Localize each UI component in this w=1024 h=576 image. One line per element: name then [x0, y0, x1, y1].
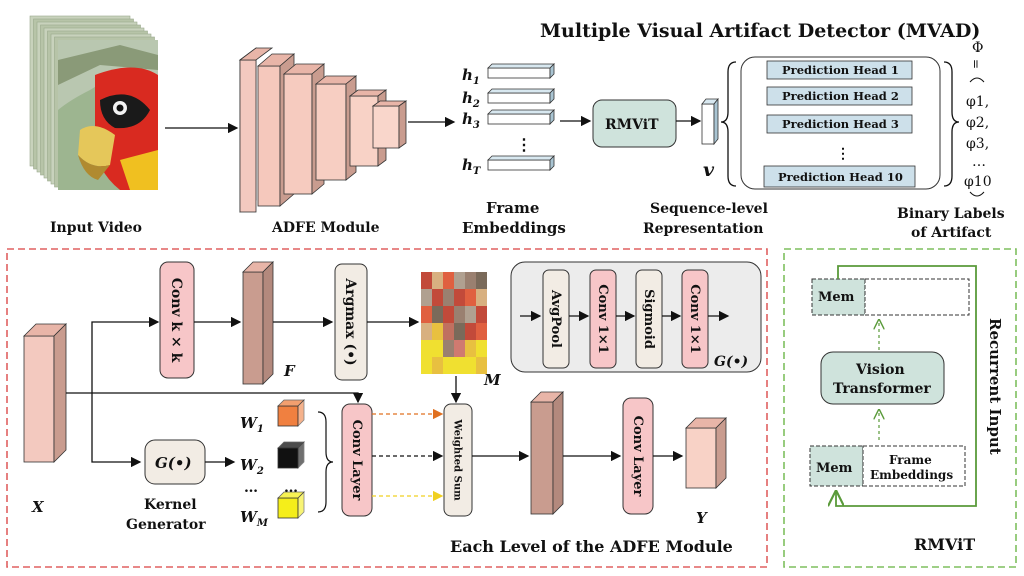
vision-transformer-label-1: Vision — [855, 362, 905, 378]
recurrent-input-label: Recurrent Input — [986, 318, 1004, 455]
svg-text:Conv 1×1: Conv 1×1 — [687, 284, 702, 354]
svg-text:φ3,: φ3, — [966, 136, 989, 152]
input-video-frames — [29, 15, 158, 190]
mem-top-label: Mem — [818, 290, 855, 305]
weight-cube-1 — [277, 399, 305, 427]
svg-text:φ10: φ10 — [964, 174, 992, 190]
wM-label: WM — [240, 508, 269, 529]
weight-cubes — [277, 399, 305, 519]
v-symbol: v — [703, 159, 715, 181]
conv-kxk-label: Conv k × k — [168, 278, 184, 363]
hT-label: hT — [462, 156, 482, 177]
weighted-sum-block — [443, 403, 473, 517]
svg-text:Conv 1×1: Conv 1×1 — [595, 284, 610, 354]
kernel-generator-label-1: Kernel — [144, 497, 197, 513]
svg-text:Prediction Head 2: Prediction Head 2 — [782, 89, 899, 103]
svg-text:Prediction Head 10: Prediction Head 10 — [778, 170, 903, 184]
w2-label: W2 — [240, 456, 264, 477]
binary-labels-2: of Artifact — [911, 225, 992, 241]
svg-text:φ2,: φ2, — [966, 115, 989, 131]
svg-text:Prediction Head 1: Prediction Head 1 — [782, 63, 899, 77]
adfe-level-panel — [6, 248, 768, 568]
g-box-label: G(•) — [714, 354, 748, 370]
sequence-rep-label-2: Representation — [643, 221, 763, 237]
conv-layer-block — [341, 403, 373, 517]
sigmoid-block — [635, 269, 663, 369]
conv1x1-block-a — [589, 269, 617, 369]
svg-text:φ1,: φ1, — [966, 94, 989, 110]
phi-column: Φ = φ1, φ2, φ3, … φ10 — [964, 40, 992, 197]
svg-text:Prediction Head 3: Prediction Head 3 — [782, 117, 899, 131]
conv1x1-block-b — [681, 269, 709, 369]
mem-top-output — [864, 278, 970, 316]
sequence-rep-label-1: Sequence-level — [650, 201, 768, 217]
f-label: F — [283, 362, 296, 380]
h3-label: h3 — [462, 110, 480, 131]
adfe-caption: Each Level of the ADFE Module — [450, 537, 733, 556]
prediction-head-10 — [763, 165, 916, 188]
rmvit-panel-title: RMViT — [914, 535, 975, 554]
svg-text:Φ: Φ — [972, 40, 983, 56]
weight-cube-3 — [277, 491, 305, 519]
w1-label: W1 — [240, 414, 264, 435]
rmvit-panel — [783, 248, 1017, 568]
aggregated-feature-map — [530, 391, 564, 515]
weight-cube-2 — [277, 441, 305, 469]
svg-text:…: … — [972, 154, 986, 170]
vision-transformer-block — [820, 351, 945, 405]
conv-layer-2-label: Conv Layer — [630, 416, 645, 497]
mem-bottom-label: Mem — [816, 461, 853, 476]
kernel-generator-g: G(•) — [155, 454, 192, 472]
conv-kxk-block — [159, 261, 195, 379]
svg-text:Sigmoid: Sigmoid — [641, 289, 656, 349]
prediction-head-2 — [766, 86, 913, 106]
adfe-module-stack — [238, 47, 408, 213]
conv-layer-label: Conv Layer — [349, 420, 364, 501]
mem-top-block — [811, 278, 866, 316]
h2-label: h2 — [462, 89, 480, 110]
argmax-label: Argmax (•) — [342, 277, 358, 365]
adfe-module-label: ADFE Module — [271, 220, 380, 236]
svg-text:Embeddings: Embeddings — [870, 468, 953, 482]
cube-dots: … — [284, 480, 298, 496]
h1-label: h1 — [462, 66, 480, 87]
rmvit-block-label: RMViT — [605, 117, 659, 133]
embedding-dots: ⋮ — [516, 135, 532, 154]
binary-labels-1: Binary Labels — [897, 206, 1005, 222]
frame-embedding-bars — [487, 63, 555, 171]
prediction-head-1 — [766, 60, 913, 80]
prediction-head-3 — [766, 114, 913, 134]
input-video-label: Input Video — [50, 220, 142, 236]
frame-embeddings-input — [862, 445, 966, 487]
rmvit-block — [592, 99, 677, 148]
avgpool-block — [542, 269, 570, 369]
kernel-generator-label-2: Generator — [126, 517, 206, 533]
svg-text:Frame: Frame — [889, 453, 932, 467]
frame-embeddings-label-2: Embeddings — [462, 219, 566, 237]
y-feature-map — [685, 417, 727, 489]
svg-text:=: = — [969, 59, 983, 69]
weighted-sum-label: Weighted Sum — [452, 418, 463, 501]
y-label: Y — [696, 509, 708, 527]
prediction-head-dots: ⋮ — [836, 146, 850, 162]
vision-transformer-label-2: Transformer — [833, 381, 931, 397]
v-vector — [701, 97, 719, 146]
frame-embeddings-label-1: Frame — [486, 199, 539, 217]
m-mask-map — [421, 272, 487, 374]
bird-image — [58, 40, 158, 190]
diagram-title: Multiple Visual Artifact Detector (MVAD) — [540, 20, 980, 42]
svg-text:AvgPool: AvgPool — [548, 289, 563, 348]
x-feature-map — [23, 323, 67, 463]
w-dots: … — [244, 480, 258, 496]
m-label: M — [483, 371, 501, 389]
x-label: X — [31, 498, 45, 516]
f-feature-map — [242, 261, 274, 385]
